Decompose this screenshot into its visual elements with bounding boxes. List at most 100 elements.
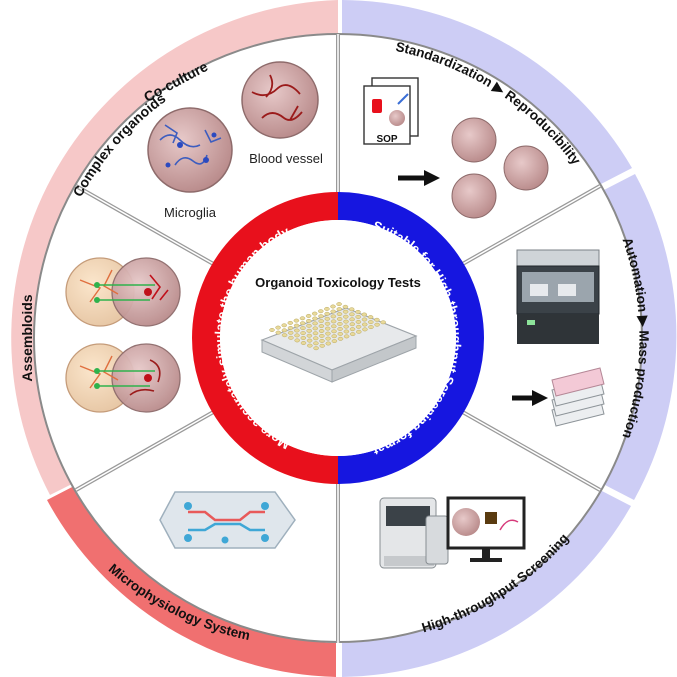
plate-well bbox=[330, 314, 337, 319]
plate-well bbox=[355, 324, 362, 329]
monitor-icon bbox=[446, 496, 526, 562]
outer-band-right bbox=[603, 174, 677, 500]
plate-well bbox=[325, 331, 331, 336]
plate-well bbox=[311, 311, 318, 316]
pipette-icon bbox=[397, 93, 409, 105]
plate-well bbox=[313, 346, 319, 351]
plate-well bbox=[343, 334, 350, 339]
outer-band-bottom-left bbox=[47, 484, 336, 677]
plate-well bbox=[299, 316, 306, 321]
plate-well bbox=[374, 317, 380, 322]
plate-well bbox=[318, 309, 324, 314]
plate-well bbox=[325, 341, 332, 346]
plate-well bbox=[342, 304, 349, 309]
plate-well bbox=[281, 323, 287, 328]
plate-well bbox=[367, 315, 374, 320]
plate-well bbox=[312, 336, 319, 341]
imaging-instrument bbox=[379, 497, 449, 569]
outer-band-left bbox=[11, 0, 338, 495]
plate-well bbox=[349, 317, 355, 322]
plate-well bbox=[355, 314, 361, 319]
plate-well bbox=[307, 343, 313, 348]
assembloid-bottom bbox=[65, 343, 181, 413]
plate-well bbox=[324, 321, 331, 326]
plate-well bbox=[306, 328, 312, 333]
plate-well bbox=[330, 304, 336, 309]
plate-well bbox=[305, 313, 312, 318]
plate-well bbox=[294, 333, 300, 338]
plate-well bbox=[374, 322, 380, 327]
plate-well bbox=[330, 309, 336, 314]
plate-well bbox=[324, 311, 330, 316]
plate-well bbox=[336, 312, 343, 317]
plate-well bbox=[269, 328, 275, 332]
plate-well bbox=[299, 321, 306, 326]
plate-well bbox=[318, 329, 325, 333]
plate-well bbox=[275, 325, 281, 330]
plate-well bbox=[312, 321, 318, 326]
plate-well bbox=[300, 336, 307, 340]
microglia-label: Microglia bbox=[164, 205, 217, 220]
outer-band-top-right bbox=[342, 0, 632, 184]
plate-well bbox=[361, 317, 368, 322]
plate-well bbox=[336, 302, 342, 307]
plate-well bbox=[319, 343, 325, 348]
plate-well bbox=[355, 309, 361, 314]
blood-vessel-label: Blood vessel bbox=[249, 151, 323, 166]
plate-well bbox=[331, 324, 337, 329]
plate-well bbox=[355, 319, 362, 324]
plate-well bbox=[319, 333, 325, 338]
plate-well bbox=[300, 331, 306, 336]
plate-well bbox=[318, 314, 324, 319]
plate-well bbox=[349, 332, 356, 337]
outer-band-bottom-right bbox=[342, 490, 631, 677]
plate-well bbox=[324, 326, 331, 331]
plate-well bbox=[356, 329, 362, 334]
plate-well bbox=[362, 327, 368, 332]
plate-well bbox=[306, 338, 313, 343]
plate-well bbox=[281, 333, 288, 338]
plate-well bbox=[361, 312, 368, 317]
plate-well bbox=[312, 326, 319, 331]
plate-well bbox=[287, 325, 294, 330]
plate-well bbox=[318, 324, 325, 329]
segment-automation bbox=[512, 249, 605, 427]
plate-well bbox=[349, 327, 356, 332]
assembloids-title: Assembloids bbox=[19, 294, 35, 381]
plate-well bbox=[337, 336, 344, 341]
plate-well bbox=[312, 316, 318, 321]
plate-well bbox=[336, 317, 343, 321]
red-arc bbox=[192, 192, 339, 484]
plate-well bbox=[288, 335, 294, 340]
plate-well bbox=[319, 338, 325, 343]
sop-document: SOP bbox=[363, 77, 419, 145]
plate-well bbox=[300, 326, 306, 331]
assembloid-top bbox=[65, 257, 181, 327]
tube-icon bbox=[372, 99, 382, 113]
plate-well bbox=[318, 319, 324, 324]
mini-organoid-icon bbox=[389, 110, 405, 126]
plate-well bbox=[343, 314, 349, 319]
plate-well bbox=[281, 328, 288, 333]
plate-well bbox=[293, 323, 300, 328]
plate-well bbox=[331, 334, 337, 339]
center-content: Organoid Toxicology Tests bbox=[255, 275, 421, 383]
plate-well bbox=[293, 318, 300, 323]
plate-well bbox=[336, 307, 343, 312]
segment-hts bbox=[379, 496, 526, 569]
microglia-organoid bbox=[147, 107, 233, 193]
plate-well bbox=[294, 328, 300, 333]
plate-well bbox=[300, 341, 307, 345]
microfluidic-chip bbox=[159, 491, 296, 549]
plate-well bbox=[325, 336, 331, 341]
organoid-cluster bbox=[451, 117, 549, 219]
blood-vessel-organoid bbox=[241, 61, 319, 139]
plate-well bbox=[349, 322, 356, 327]
plate-well bbox=[287, 320, 294, 325]
plate-well bbox=[337, 331, 344, 336]
plate-well bbox=[324, 306, 330, 311]
segment-assembloids: Assembloids bbox=[19, 257, 181, 413]
plate-well bbox=[275, 330, 282, 335]
plate-well bbox=[306, 323, 312, 328]
